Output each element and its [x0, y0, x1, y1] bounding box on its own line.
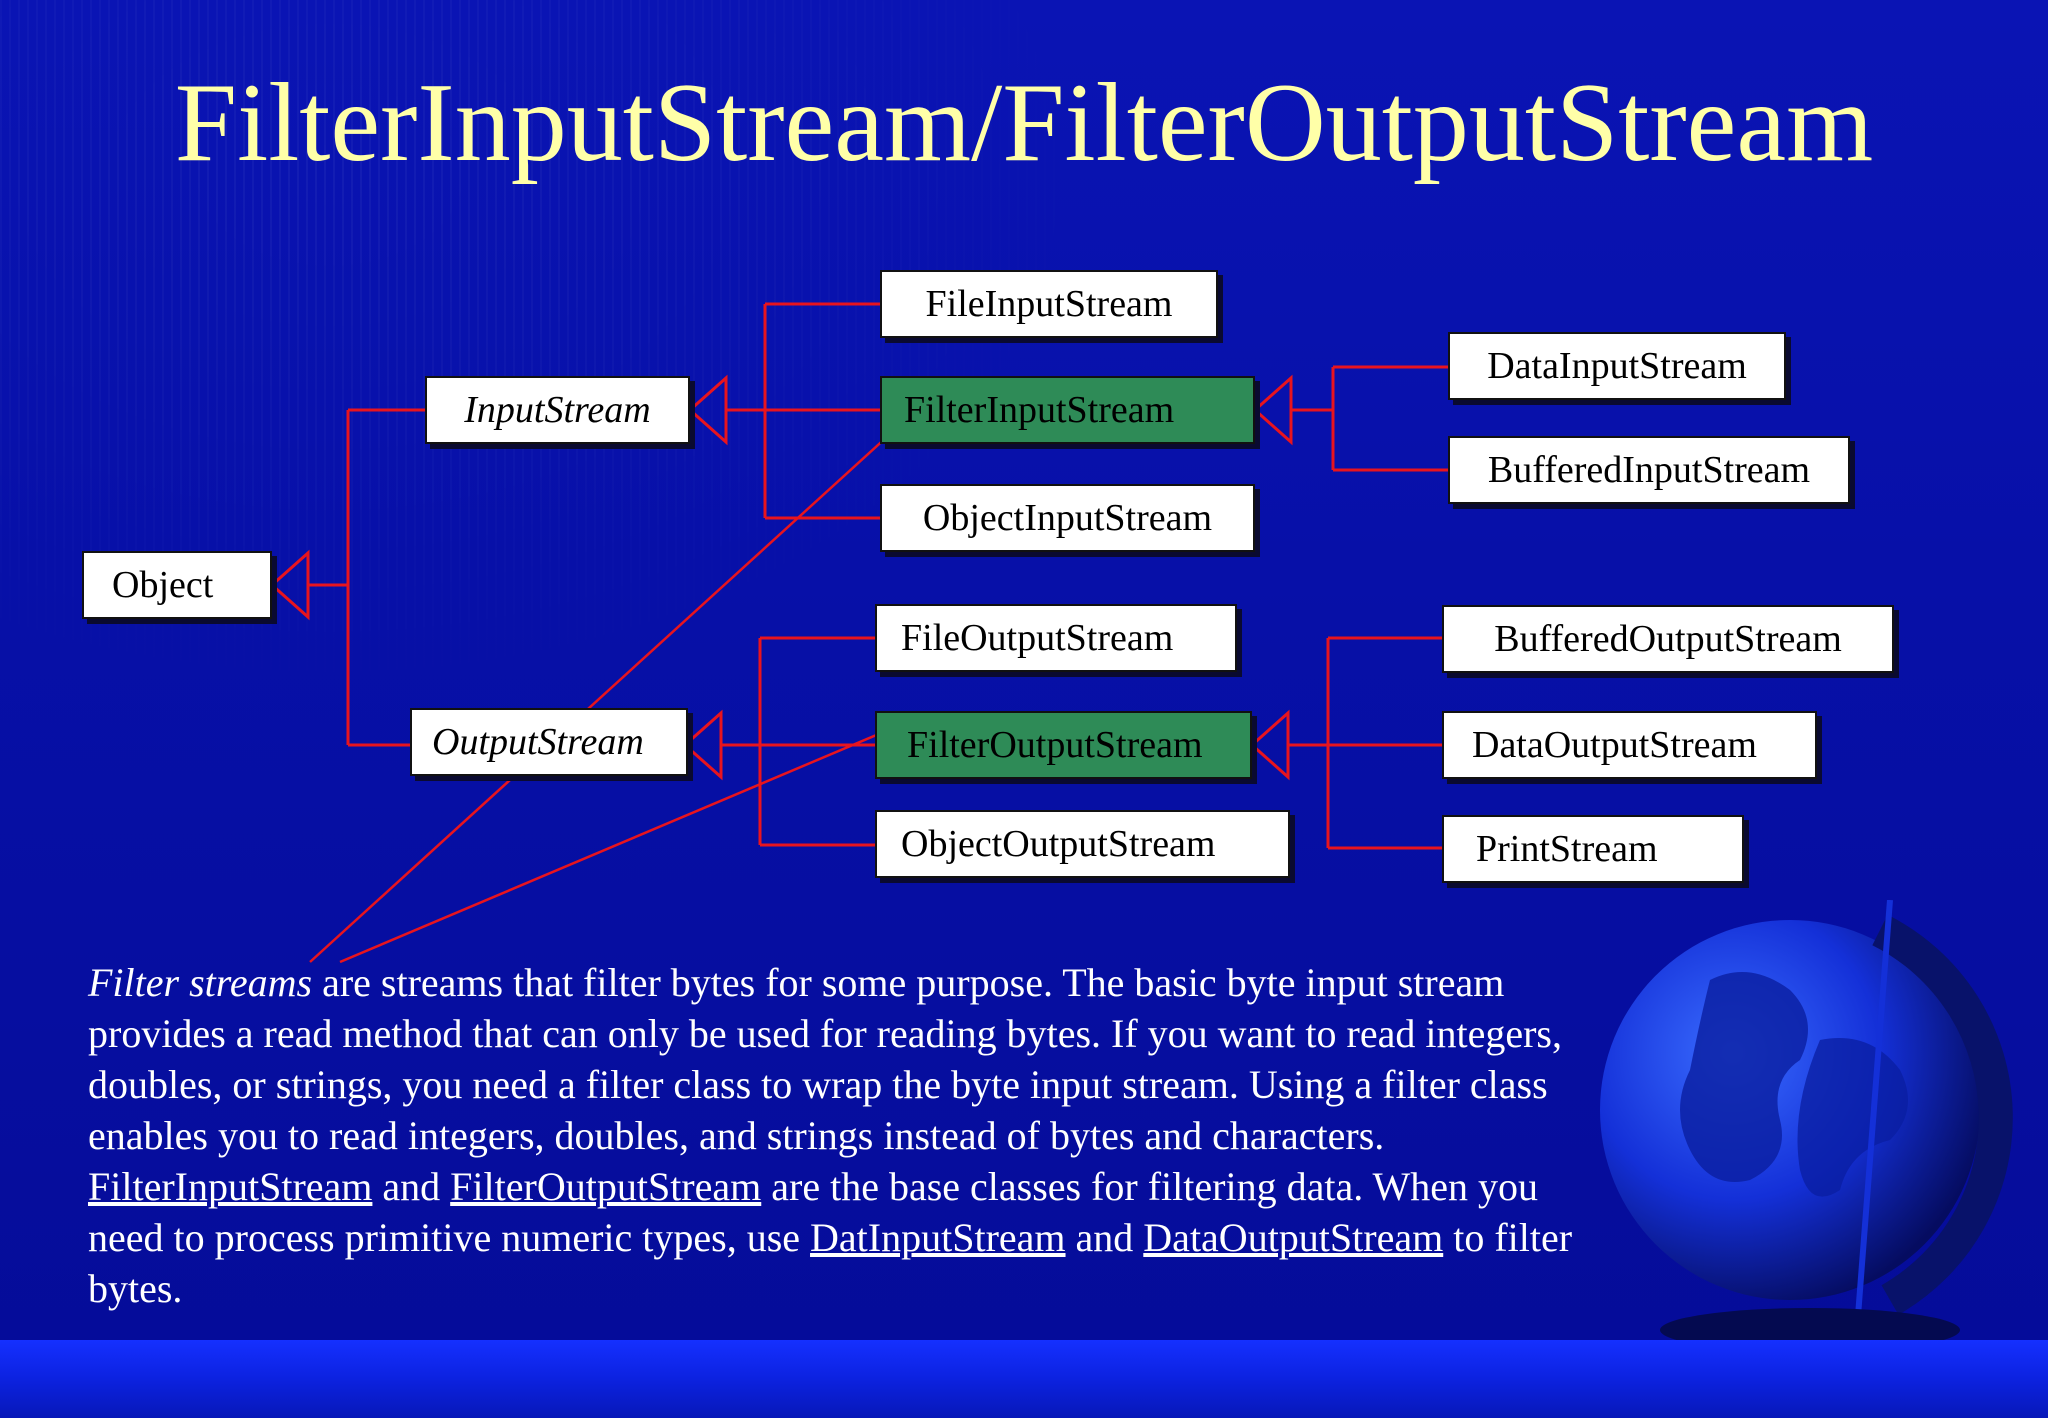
description-line-4: enables you to read integers, doubles, a… [88, 1113, 1385, 1158]
description-line-2: provides a read method that can only be … [88, 1011, 1562, 1056]
filter-streams-term: Filter streams [88, 960, 313, 1005]
class-label: InputStream [464, 389, 651, 431]
description-text: are streams that filter bytes for some p… [312, 960, 1505, 1005]
class-label: Object [112, 564, 214, 606]
description-text: and [372, 1164, 451, 1209]
class-label: FilterInputStream [904, 389, 1175, 431]
description-line-7: bytes. [88, 1266, 183, 1311]
class-label: FileInputStream [925, 283, 1173, 325]
link-filteroutputstream[interactable]: FilterOutputStream [450, 1164, 762, 1209]
class-label: OutputStream [432, 721, 644, 763]
class-box-datainputstream: DataInputStream [1448, 332, 1786, 400]
class-label: ObjectInputStream [922, 497, 1213, 539]
class-box-bufferedoutputstream: BufferedOutputStream [1442, 605, 1894, 673]
class-box-fileinputstream: FileInputStream [880, 270, 1218, 338]
link-datinputstream[interactable]: DatInputStream [810, 1215, 1066, 1260]
link-dataoutputstream[interactable]: DataOutputStream [1143, 1215, 1444, 1260]
description-line-5: FilterInputStream and FilterOutputStream… [88, 1161, 1888, 1212]
class-label: BufferedInputStream [1487, 449, 1811, 491]
class-box-dataoutputstream: DataOutputStream [1442, 711, 1817, 779]
description-line-1: Filter streams are streams that filter b… [88, 957, 1888, 1008]
class-box-filterinputstream: FilterInputStream [880, 376, 1255, 444]
class-label: PrintStream [1476, 828, 1658, 870]
class-box-fileoutputstream: FileOutputStream [875, 604, 1237, 672]
class-box-objectinputstream: ObjectInputStream [880, 484, 1255, 552]
description-text: and [1065, 1215, 1144, 1260]
class-label: FileOutputStream [901, 617, 1174, 659]
class-box-objectoutputstream: ObjectOutputStream [875, 810, 1290, 878]
class-label: BufferedOutputStream [1494, 618, 1842, 660]
class-box-inputstream: InputStream [425, 376, 690, 444]
description-line-3: doubles, or strings, you need a filter c… [88, 1062, 1548, 1107]
link-filterinputstream[interactable]: FilterInputStream [88, 1164, 373, 1209]
inheritance-arrow-filterinputstream [1252, 374, 1293, 446]
bottom-bar [0, 1340, 2048, 1418]
description-line-6: need to process primitive numeric types,… [88, 1212, 1888, 1263]
class-box-bufferedinputstream: BufferedInputStream [1448, 436, 1850, 504]
description-text: to filter [1443, 1215, 1573, 1260]
class-label: DataOutputStream [1472, 724, 1757, 766]
class-box-outputstream: OutputStream [410, 708, 688, 776]
class-label: FilterOutputStream [907, 724, 1203, 766]
description-paragraph: Filter streams are streams that filter b… [88, 957, 1888, 1314]
class-box-object: Object [82, 551, 272, 619]
class-box-filteroutputstream: FilterOutputStream [875, 711, 1252, 779]
slide-title: FilterInputStream/FilterOutputStream [174, 61, 1874, 185]
class-label: DataInputStream [1487, 345, 1747, 387]
inheritance-arrow-filteroutputstream [1249, 709, 1290, 781]
inheritance-arrow-outputstream [682, 709, 723, 781]
class-label: ObjectOutputStream [901, 823, 1216, 865]
description-text: are the base classes for filtering data.… [761, 1164, 1538, 1209]
class-box-printstream: PrintStream [1442, 815, 1744, 883]
description-text: need to process primitive numeric types,… [88, 1215, 811, 1260]
